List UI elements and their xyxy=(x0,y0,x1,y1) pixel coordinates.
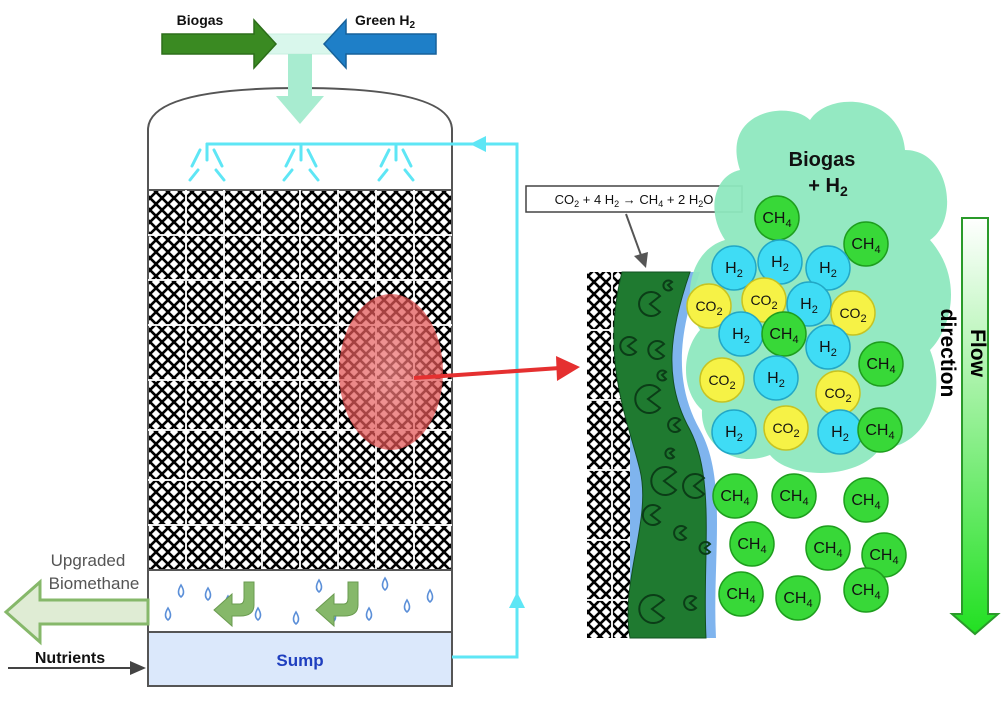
ch4-molecule-label: CH4 xyxy=(720,488,749,508)
biofilm xyxy=(613,271,707,639)
upgraded-label-line2: Biomethane xyxy=(49,574,140,593)
sump xyxy=(147,631,453,687)
co2-molecule xyxy=(741,277,787,323)
ch4-molecule xyxy=(771,473,817,519)
h2-molecule-label: H2 xyxy=(831,424,849,444)
reaction-pointer xyxy=(625,213,643,259)
h2-molecule xyxy=(805,324,851,370)
ch4-molecule-label: CH4 xyxy=(851,492,880,512)
ch4-molecule xyxy=(718,571,764,617)
reactor-vessel: Sump xyxy=(147,86,453,687)
liquid-compartment xyxy=(147,569,453,633)
h2-molecule-label: H2 xyxy=(725,424,743,444)
ch4-molecule-label: CH4 xyxy=(865,422,894,442)
co2-molecule xyxy=(699,357,745,403)
recirculation-pipe xyxy=(452,142,519,659)
ch4-molecule-label: CH4 xyxy=(851,236,880,256)
co2-molecule-label: CO2 xyxy=(708,372,735,392)
h2-molecule-label: H2 xyxy=(819,339,837,359)
co2-molecule xyxy=(830,290,876,336)
ch4-molecule-label: CH4 xyxy=(726,586,755,606)
h2-molecule-label: H2 xyxy=(819,260,837,280)
sump-label: Sump xyxy=(276,651,323,670)
ch4-molecule xyxy=(858,341,904,387)
h2-molecule-label: H2 xyxy=(771,254,789,274)
biogas-inlet-arrow xyxy=(161,18,278,70)
ch4-molecule-label: CH4 xyxy=(783,590,812,610)
ch4-molecule xyxy=(729,521,775,567)
zoom-view xyxy=(587,271,717,639)
h2-molecule-label: H2 xyxy=(732,326,750,346)
ch4-molecule-label: CH4 xyxy=(737,536,766,556)
h2-molecule-label: H2 xyxy=(725,260,743,280)
flow-direction-arrow xyxy=(949,217,1001,636)
zoom-arrow-line xyxy=(413,366,561,380)
ch4-molecule-label: CH4 xyxy=(769,326,798,346)
ch4-molecule xyxy=(761,311,807,357)
h2-molecule xyxy=(711,245,757,291)
h2-molecule xyxy=(786,281,832,327)
upgraded-label-line1: Upgraded xyxy=(51,551,126,570)
ch4-molecule-label: CH4 xyxy=(866,356,895,376)
ch4-molecule xyxy=(775,575,821,621)
droplets xyxy=(164,576,434,626)
nutrients-label: Nutrients xyxy=(35,650,105,667)
biogas-inlet-label: Biogas xyxy=(177,12,224,28)
highlight-zone xyxy=(339,294,443,450)
zoom-arrowhead xyxy=(556,356,580,381)
recirculation-arrowhead-up xyxy=(509,592,525,608)
h2-molecule-label: H2 xyxy=(767,370,785,390)
ch4-molecule-label: CH4 xyxy=(851,582,880,602)
liquid-flow-arrows xyxy=(213,581,359,628)
reaction-box xyxy=(525,185,743,213)
h2-molecule xyxy=(805,245,851,291)
ch4-molecule-label: CH4 xyxy=(869,547,898,567)
flow-direction-label: Flow direction xyxy=(936,308,989,398)
h2-molecule xyxy=(711,409,757,455)
recirculation-arrowhead-left xyxy=(470,136,486,152)
reaction-pointer-head xyxy=(634,252,648,268)
co2-molecule-label: CO2 xyxy=(839,305,866,325)
co2-molecule-label: CO2 xyxy=(750,292,777,312)
ch4-molecule xyxy=(843,477,889,523)
ch4-molecule xyxy=(712,473,758,519)
ch4-molecule xyxy=(843,567,889,613)
ch4-molecule-label: CH4 xyxy=(762,210,791,230)
ch4-molecule xyxy=(805,525,851,571)
sprinklers xyxy=(188,142,485,182)
green-h2-inlet-label: Green H2 xyxy=(355,12,415,31)
h2-molecule-label: H2 xyxy=(800,296,818,316)
cloud-label-line2: + H2 xyxy=(808,175,848,199)
co2-molecule-label: CO2 xyxy=(824,385,851,405)
ch4-molecule xyxy=(857,407,903,453)
co2-molecule xyxy=(686,283,732,329)
ch4-molecule xyxy=(843,221,889,267)
nutrients-arrowhead xyxy=(130,661,146,675)
ch4-molecule-label: CH4 xyxy=(813,540,842,560)
h2-molecule xyxy=(753,355,799,401)
ch4-molecule-label: CH4 xyxy=(779,488,808,508)
biomethane-outlet-arrow xyxy=(3,578,150,646)
co2-molecule xyxy=(763,405,809,451)
co2-molecule-label: CO2 xyxy=(772,420,799,440)
cloud-label-line1: Biogas xyxy=(789,149,856,171)
green-h2-inlet-arrow xyxy=(322,18,437,70)
co2-molecule-label: CO2 xyxy=(695,298,722,318)
reaction-equation: CO2 + 4 H2 → CH4 + 2 H2O xyxy=(555,192,714,209)
microbes xyxy=(619,279,712,624)
